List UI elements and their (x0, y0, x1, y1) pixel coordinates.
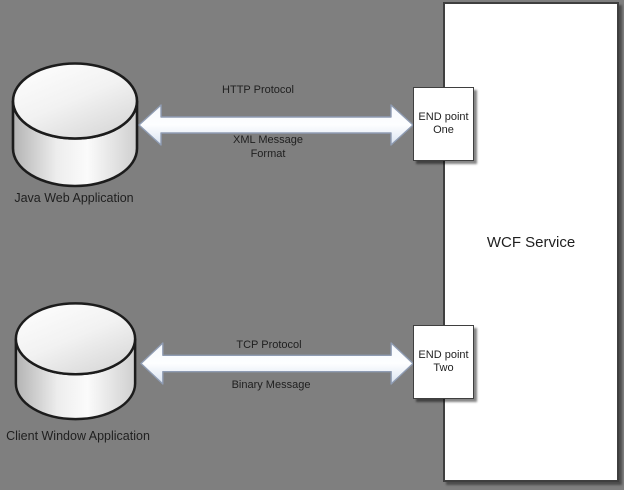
database-cylinder-icon (13, 301, 138, 421)
endpoint-two-label-line2: Two (433, 362, 454, 374)
client-window-application-label: Client Window Application (6, 429, 150, 443)
endpoint-one-label-line1: END point (418, 111, 469, 123)
xml-message-line1: XML Message (233, 134, 303, 146)
binary-message-line1: Binary Message (231, 379, 311, 391)
wcf-service-box: WCF Service (443, 2, 619, 482)
xml-message-line2: Format (250, 148, 286, 160)
endpoint-two-label-line1: END point (418, 349, 469, 361)
xml-message-format-label: XML Message Format (198, 133, 338, 161)
endpoint-one-label-line2: One (433, 124, 454, 136)
http-protocol-label: HTTP Protocol (222, 84, 294, 96)
endpoint-two-box: END point Two (413, 325, 474, 399)
java-web-application-label: Java Web Application (14, 191, 134, 205)
wcf-service-label: WCF Service (486, 233, 576, 251)
endpoint-one-box: END point One (413, 87, 474, 161)
tcp-protocol-label: TCP Protocol (236, 339, 302, 351)
binary-message-label: Binary Message (201, 378, 341, 392)
database-cylinder-icon (10, 61, 140, 188)
